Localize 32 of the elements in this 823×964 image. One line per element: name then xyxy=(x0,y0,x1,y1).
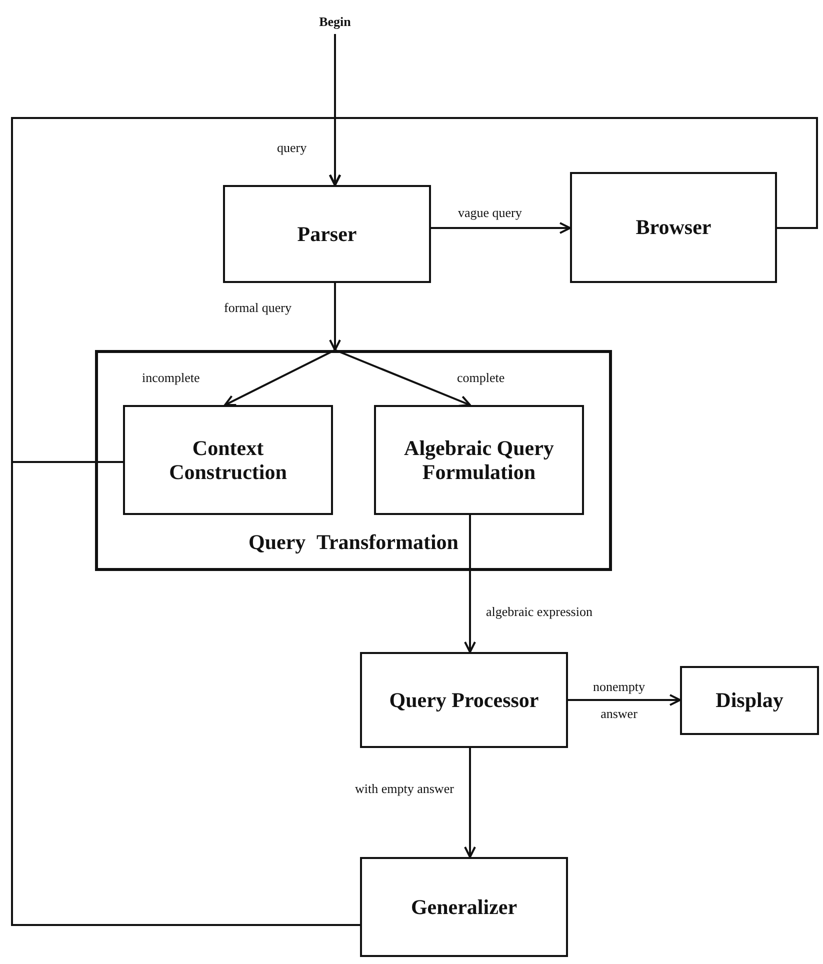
box-label: Parser xyxy=(296,222,358,246)
arrow xyxy=(464,748,476,858)
feedback-arrow xyxy=(11,117,360,926)
edge-label: nonempty answer xyxy=(592,678,646,723)
container-box xyxy=(95,350,612,571)
box-label: Algebraic Query Formulation xyxy=(403,436,555,484)
process-box xyxy=(123,405,333,515)
box-label: Display xyxy=(714,688,784,713)
arrow xyxy=(568,694,681,706)
box-label: Context Construction xyxy=(168,436,288,484)
arrow xyxy=(464,515,476,653)
feedback-arrow xyxy=(329,117,818,229)
start-text: Begin xyxy=(319,14,351,30)
box-label: Browser xyxy=(634,215,712,240)
edge-label: algebraic expression xyxy=(485,604,594,620)
edge-label: incomplete xyxy=(141,370,201,386)
arrow xyxy=(334,349,471,407)
process-box xyxy=(374,405,584,515)
process-box xyxy=(570,172,777,283)
arrow xyxy=(224,349,336,406)
group-title: Query Transformation xyxy=(248,530,460,554)
process-box xyxy=(360,652,568,748)
arrow xyxy=(329,283,341,351)
box-label: Generalizer xyxy=(410,894,518,920)
edge-label: with empty answer xyxy=(354,781,455,797)
box-label: Query Processor xyxy=(388,688,540,712)
process-box xyxy=(360,857,568,957)
process-box xyxy=(680,666,819,735)
process-box xyxy=(223,185,431,283)
arrow xyxy=(431,222,571,234)
edge-label: formal query xyxy=(223,300,293,316)
edge-label: complete xyxy=(456,370,506,386)
